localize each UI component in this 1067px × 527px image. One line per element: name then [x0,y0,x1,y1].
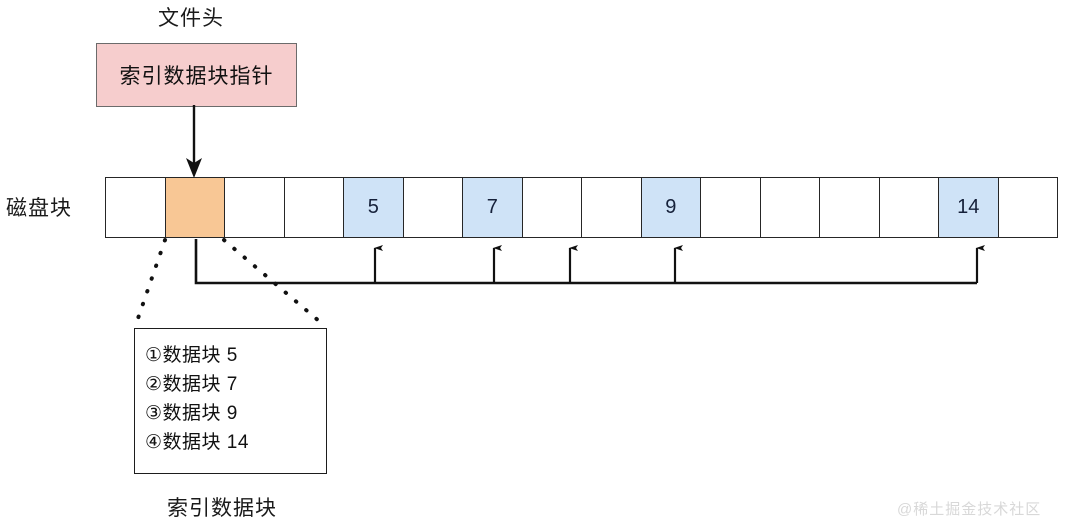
disk-block-6-data: 7 [463,178,523,237]
disk-row-label: 磁盘块 [6,197,72,220]
disk-block-5 [403,178,463,237]
disk-block-14-data: 14 [939,178,999,237]
index-block-pointer-box: 索引数据块指针 [96,43,297,107]
disk-block-11 [760,178,820,237]
disk-block-row: 5 7 9 14 [105,177,1058,238]
index-entry-4: ④数据块 14 [145,432,249,453]
index-entry-2: ②数据块 7 [145,374,238,395]
disk-block-7 [522,178,582,237]
index-block-caption: 索引数据块 [167,497,277,520]
disk-block-9-data: 9 [641,178,701,237]
index-to-data-block-connectors [194,239,985,285]
watermark-text: @稀土掘金技术社区 [897,501,1042,518]
disk-block-3 [284,178,344,237]
index-block-contents: ①数据块 5 ②数据块 7 ③数据块 9 ④数据块 14 [134,328,327,474]
disk-block-0 [106,178,166,237]
disk-block-8 [582,178,642,237]
index-entry-3: ③数据块 9 [145,403,238,424]
index-block-expansion-lines [133,238,328,329]
disk-block-10 [701,178,761,237]
file-header-title: 文件头 [158,7,224,30]
index-entry-1: ①数据块 5 [145,345,238,366]
disk-block-2 [225,178,285,237]
disk-block-4-data: 5 [344,178,404,237]
disk-block-15 [998,178,1057,237]
pointer-to-index-block-arrow [186,105,202,178]
disk-block-12 [820,178,880,237]
disk-block-1-index [165,178,225,237]
disk-block-13 [879,178,939,237]
